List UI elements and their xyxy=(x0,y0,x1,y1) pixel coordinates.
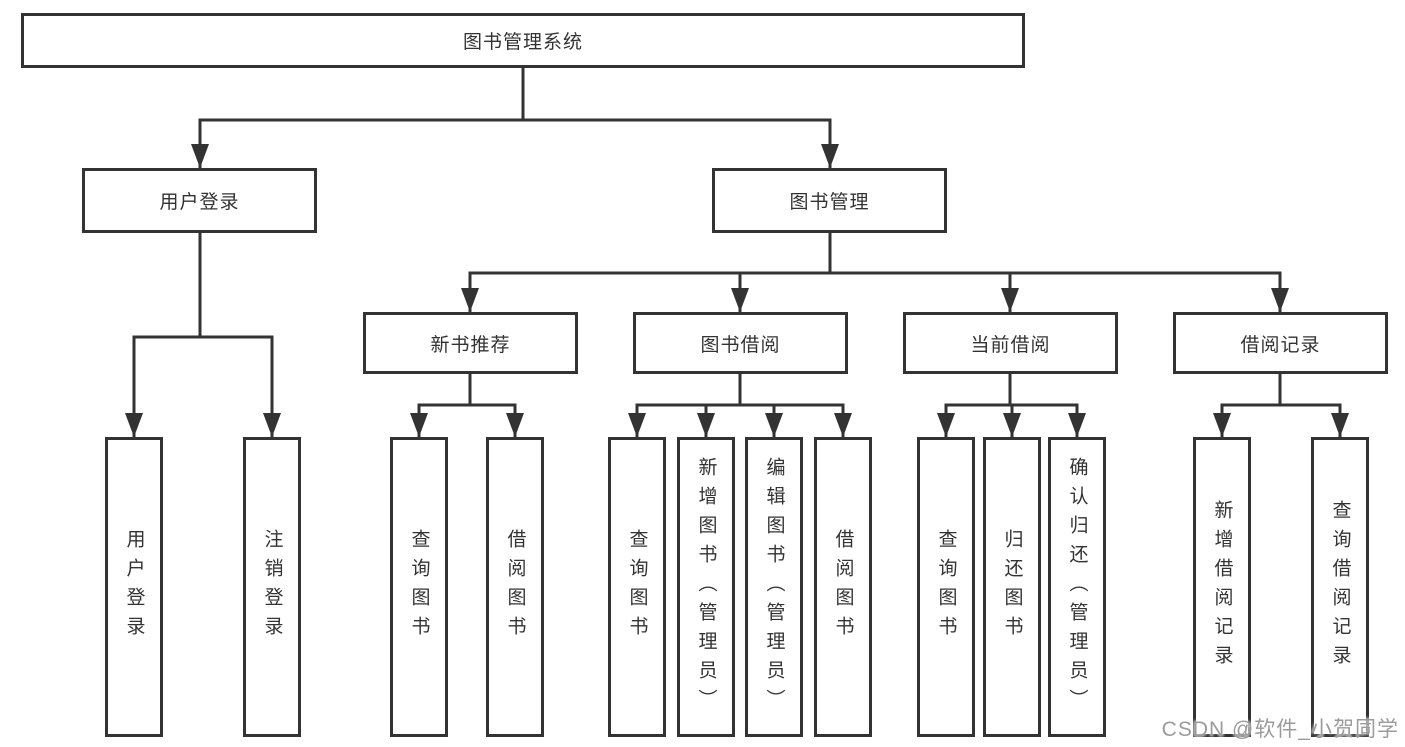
node-user-login: 用户登录 xyxy=(82,168,317,233)
leaf-borrow-edit-books-admin: 编辑图书（管理员） xyxy=(745,437,803,737)
node-label: 查询借阅记录 xyxy=(1329,500,1351,674)
node-current-borrowing: 当前借阅 xyxy=(903,312,1118,374)
node-label: 归还图书 xyxy=(1001,529,1023,645)
leaf-current-confirm-return-admin: 确认归还（管理员） xyxy=(1048,437,1106,737)
node-label: 确认归还（管理员） xyxy=(1066,456,1088,718)
node-label: 图书管理系统 xyxy=(462,32,583,53)
node-label: 新增图书（管理员） xyxy=(695,456,717,718)
node-label: 编辑图书（管理员） xyxy=(763,456,785,718)
node-new-book-recommendation: 新书推荐 xyxy=(363,312,578,374)
node-label: 当前借阅 xyxy=(970,334,1051,356)
node-borrowing-records: 借阅记录 xyxy=(1173,312,1388,374)
node-label: 查询图书 xyxy=(935,529,957,645)
node-label: 新书推荐 xyxy=(430,334,511,356)
csdn-watermark: CSDN @软件_小贺同学 xyxy=(1161,718,1399,741)
leaf-current-query-books: 查询图书 xyxy=(917,437,975,737)
node-label: 用户登录 xyxy=(159,192,240,213)
leaf-borrow-borrow-books: 借阅图书 xyxy=(814,437,872,737)
node-label: 图书借阅 xyxy=(700,334,781,356)
leaf-user-login: 用户登录 xyxy=(105,437,163,737)
node-book-management: 图书管理 xyxy=(712,168,947,233)
leaf-borrow-query-books: 查询图书 xyxy=(608,437,666,737)
node-label: 借阅图书 xyxy=(504,529,526,645)
node-label: 新增借阅记录 xyxy=(1211,500,1233,674)
node-label: 借阅图书 xyxy=(832,529,854,645)
leaf-newbook-query-books: 查询图书 xyxy=(390,437,448,737)
node-label: 借阅记录 xyxy=(1240,334,1321,356)
node-label: 查询图书 xyxy=(626,529,648,645)
leaf-newbook-borrow-books: 借阅图书 xyxy=(486,437,544,737)
node-label: 用户登录 xyxy=(123,529,145,645)
leaf-current-return-books: 归还图书 xyxy=(983,437,1041,737)
node-label: 查询图书 xyxy=(408,529,430,645)
node-label: 注销登录 xyxy=(261,529,283,645)
leaf-records-add-record: 新增借阅记录 xyxy=(1193,437,1251,737)
node-book-borrowing: 图书借阅 xyxy=(633,312,848,374)
leaf-logout: 注销登录 xyxy=(243,437,301,737)
leaf-borrow-add-books-admin: 新增图书（管理员） xyxy=(677,437,735,737)
node-label: 图书管理 xyxy=(789,192,870,213)
node-root: 图书管理系统 xyxy=(21,13,1025,68)
leaf-records-query-record: 查询借阅记录 xyxy=(1311,437,1369,737)
